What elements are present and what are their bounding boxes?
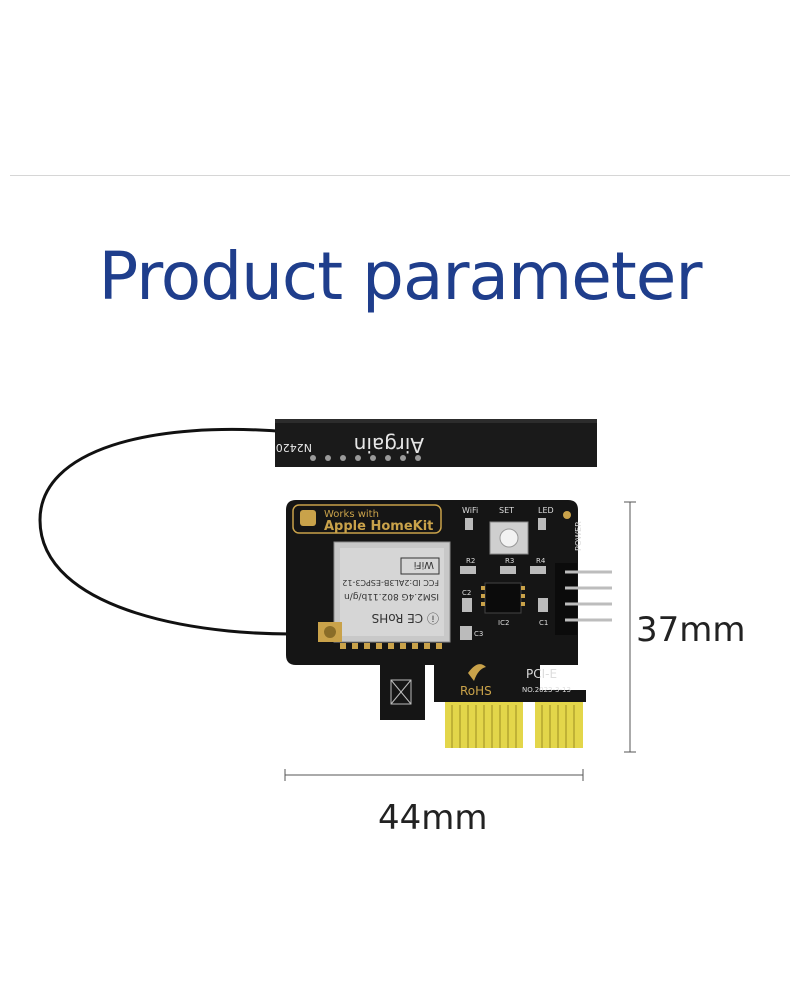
top-divider: [10, 175, 790, 176]
r3-label: R3: [505, 557, 514, 565]
ufl-connector: [318, 622, 342, 642]
mount-pad: [563, 511, 571, 519]
antenna-strip: N2420 Airgain: [275, 419, 597, 467]
width-dimension-label: 44mm: [378, 798, 488, 838]
module-pins: [340, 643, 442, 649]
serial-label: NO.2023-3-13: [522, 686, 571, 694]
r2-label: R2: [466, 557, 475, 565]
antenna-cable: [38, 427, 328, 636]
module-fcc: FCC ID:2AL3B-ESPC3-12: [342, 578, 439, 587]
antenna-pads: [310, 455, 421, 461]
badge-line2: Apple HomeKit: [324, 519, 433, 534]
power-header: POWER: [555, 521, 612, 635]
module-spec: ISM2.4G 802.11b/g/n: [344, 591, 439, 601]
c2-label: C2: [462, 589, 471, 597]
rohs-label: RoHS: [460, 684, 492, 698]
wifi-module: ⓘ CE RoHS ISM2.4G 802.11b/g/n FCC ID:2AL…: [333, 541, 451, 649]
set-label: SET: [499, 506, 514, 515]
wifi-led: [465, 518, 473, 530]
pcie-label: PCI-E: [526, 667, 557, 681]
height-dimension-label: 37mm: [636, 610, 746, 650]
c1-label: C1: [539, 619, 548, 627]
width-dimension-line: [284, 769, 584, 781]
ic2-label: IC2: [498, 619, 509, 627]
status-led: [538, 518, 546, 530]
ic2-chip: [481, 582, 525, 614]
homekit-badge: Works with Apple HomeKit: [292, 504, 442, 534]
module-wifi-mark: WiFi: [414, 559, 434, 570]
r4-label: R4: [536, 557, 546, 565]
weee-symbol: [390, 679, 412, 705]
rohs-mark: RoHS: [460, 664, 492, 698]
pcie-contacts: [434, 690, 586, 748]
height-dimension-line: [624, 501, 636, 753]
badge-line1: Works with: [324, 509, 379, 520]
module-cert: ⓘ CE RoHS: [372, 611, 439, 625]
wifi-led-label: WiFi: [462, 506, 478, 515]
antenna-model: N2420: [276, 441, 312, 454]
led-label: LED: [538, 506, 554, 515]
c3-label: C3: [474, 630, 483, 638]
page-title: Product parameter: [98, 238, 702, 315]
set-button: [489, 521, 529, 555]
antenna-brand: Airgain: [354, 433, 424, 457]
power-label: POWER: [574, 521, 583, 551]
